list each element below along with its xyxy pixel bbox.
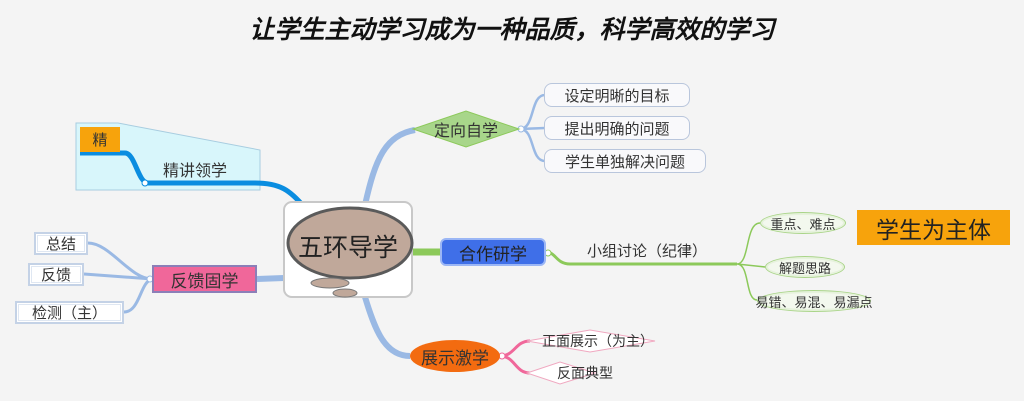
node-fankui[interactable]: 反馈固学 [152,265,257,293]
dingxiang-child[interactable]: 设定明晰的目标 [544,83,690,107]
dingxiang-diamond [411,110,521,148]
node-dingxiang[interactable]: 定向自学 [433,121,498,140]
thought-cloud-icon [286,206,414,280]
zhanshi-child[interactable]: 反面典型 [557,366,613,382]
hezuo-child[interactable]: 易错、易混、易漏点 [756,290,873,312]
jing-tag: 精 [80,127,120,152]
fankui-child[interactable]: 检测（主） [15,301,124,324]
zhanshi-child[interactable]: 正面展示（为主） [542,334,654,350]
node-zhanshi[interactable]: 展示激学 [410,340,500,372]
hezuo-child[interactable]: 重点、难点 [760,212,846,234]
hezuo-subtopic[interactable]: 小组讨论（纪律） [586,241,707,260]
dingxiang-child[interactable]: 提出明确的问题 [544,116,690,140]
callout-student-centered: 学生为主体 [857,210,1010,245]
callout-shape [75,122,261,191]
fankui-child[interactable]: 反馈 [28,263,84,286]
page-title: 让学生主动学习成为一种品质，科学高效的学习 [249,15,775,44]
dingxiang-child[interactable]: 学生单独解决问题 [544,149,706,173]
central-node[interactable]: 五环导学 [297,233,398,262]
hezuo-child[interactable]: 解题思路 [765,256,845,278]
node-jingjiang[interactable]: 精讲领学 [162,161,227,180]
node-hezuo[interactable]: 合作研学 [440,238,546,266]
fankui-child[interactable]: 总结 [34,232,88,255]
